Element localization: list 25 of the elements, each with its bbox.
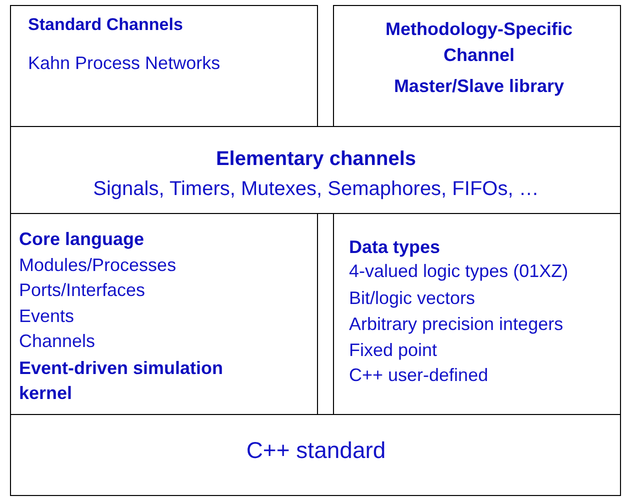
label-text: Modules/Processes xyxy=(19,255,178,277)
label-text: Bit/logic vectors xyxy=(349,288,476,310)
label-text: 4-valued logic types (01XZ) xyxy=(349,261,570,283)
layer-box xyxy=(10,126,621,214)
heading: Elementary channels xyxy=(214,147,418,171)
label-text: Fixed point xyxy=(349,340,438,362)
heading: Data types xyxy=(349,237,442,259)
layer-box xyxy=(333,213,621,415)
heading: Standard Channels xyxy=(28,15,184,36)
label-text: Channels xyxy=(19,331,96,353)
heading: Event-driven simulation kernel xyxy=(19,357,224,405)
label-text: Ports/Interfaces xyxy=(19,280,146,302)
heading: Methodology-Specific Channel xyxy=(384,18,574,67)
label-text: C++ standard xyxy=(245,437,387,465)
label-text: Events xyxy=(19,306,76,328)
layer-box xyxy=(333,5,621,127)
label-text: Arbitrary precision integers xyxy=(349,314,564,336)
layer-box xyxy=(10,414,621,496)
heading: Master/Slave library xyxy=(392,76,566,98)
layer-box xyxy=(10,5,318,127)
heading: Core language xyxy=(19,229,146,251)
label-text: Kahn Process Networks xyxy=(28,53,222,75)
layer-box xyxy=(10,213,318,415)
label-text: C++ user-defined xyxy=(349,365,490,387)
label-text: Signals, Timers, Mutexes, Semaphores, FIFOs, … xyxy=(92,177,540,201)
